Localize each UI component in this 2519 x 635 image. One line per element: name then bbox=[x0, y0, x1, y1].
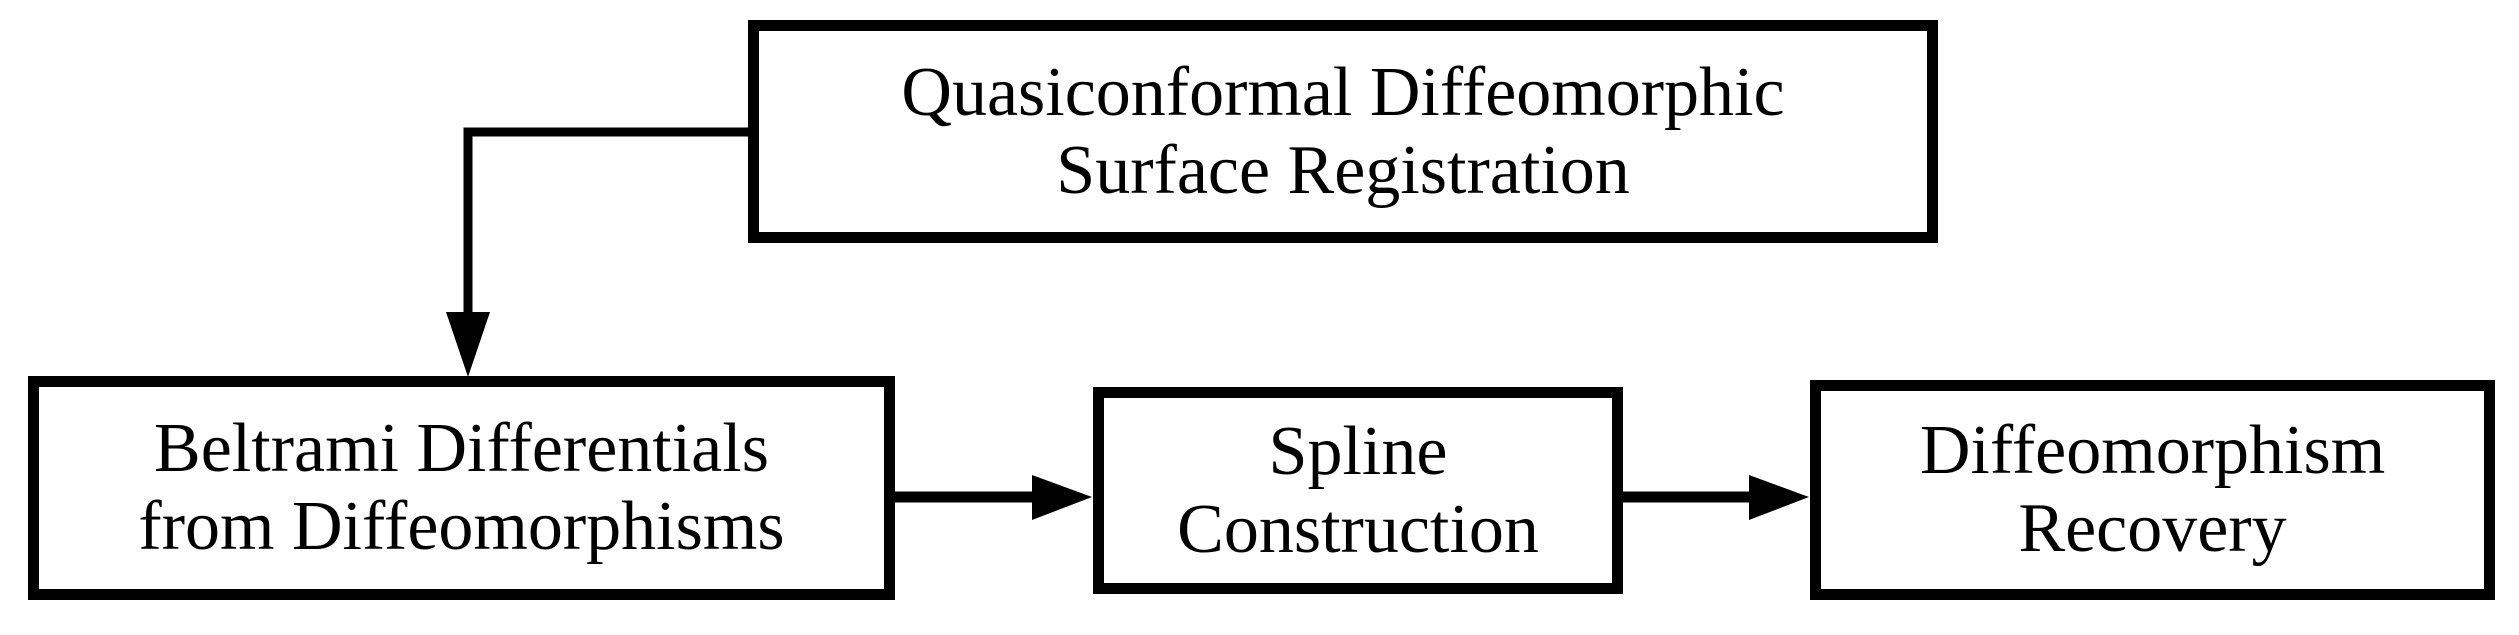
node-beltrami-differentials-from-diffeomorphisms: Beltrami Differentials from Diffeomorphi… bbox=[28, 376, 895, 600]
node-label-line: Spline bbox=[1268, 412, 1448, 490]
node-label-line: Construction bbox=[1177, 490, 1539, 568]
node-label-line: Beltrami Differentials bbox=[154, 410, 769, 487]
arrowhead-right-icon bbox=[1032, 475, 1092, 520]
node-quasiconformal-diffeomorphic-surface-registration: Quasiconformal Diffeomorphic Surface Reg… bbox=[748, 20, 1938, 243]
node-diffeomorphism-recovery: Diffeomorphism Recovery bbox=[1810, 380, 2495, 600]
node-spline-construction: Spline Construction bbox=[1093, 387, 1623, 594]
arrowhead-right-icon bbox=[1749, 475, 1809, 520]
node-label-line: Recovery bbox=[2018, 490, 2287, 567]
node-label-line: Surface Registration bbox=[1056, 131, 1630, 209]
node-label-line: from Diffeomorphisms bbox=[138, 488, 785, 565]
edge-registration-to-beltrami bbox=[463, 127, 748, 318]
node-label-line: Diffeomorphism bbox=[1919, 412, 2386, 489]
arrowhead-down-icon bbox=[446, 312, 490, 377]
node-label-line: Quasiconformal Diffeomorphic bbox=[901, 53, 1785, 131]
